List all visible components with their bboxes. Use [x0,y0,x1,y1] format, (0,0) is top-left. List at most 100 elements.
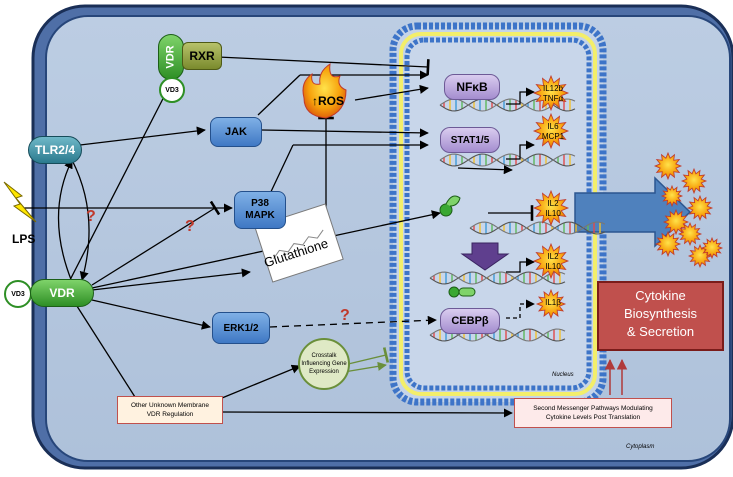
edge-crosstalk-inhibit [343,347,390,366]
edge-vdr2-promoter [506,257,535,273]
vd3-top-label: VD3 [165,86,179,94]
il2-text: IL2 [547,199,559,208]
second-text-2: Cytokine Levels Post Translation [545,414,641,421]
edge-erk-cebpb [269,315,437,328]
jak-node: JAK [210,117,262,147]
cytokine-burst-icon [532,112,570,150]
crosstalk-node: Crosstalk Influencing Gene Expression [298,338,350,390]
edge-stat-promoter [506,140,535,160]
tlr-receptor: TLR2/4 [28,136,82,164]
p38-label-2: MAPK [245,210,275,221]
translocation-arrow [460,242,510,271]
edge-p38-up [267,144,294,199]
edge-tlr-vdr [71,159,90,281]
edge-vdr-p38-inhibit [91,200,221,286]
edge-crosstalk-activate [343,361,387,373]
molecule-icon [273,229,324,259]
cytokine-burst-icon [654,230,682,258]
cebpb-node: CEBPβ [440,308,500,334]
jak-label: JAK [224,126,247,138]
crosstalk-text-1: Crosstalk [311,353,337,359]
cytokine-burst-icon [686,194,714,222]
edge-jak-stat [261,128,429,138]
edge-ros-nfkb [354,84,429,101]
il12b-text: IL12b [542,84,564,93]
cytokine-burst-icon [677,221,703,247]
cytoplasm-label: Cytoplasm [626,444,655,450]
second-text-1: Second Messenger Pathways Modulating [533,405,653,412]
vdr-left-label: VDR [49,286,75,300]
flame-icon [302,62,347,119]
cytokine-label-vdr: IL2 IL10 [536,199,570,219]
edge-vdr-tlr [57,159,73,283]
nucleus-label: Nucleus [552,372,574,378]
cytokine-label-vdr2: IL2 IL10 [536,252,570,272]
tlr-label: TLR2/4 [34,143,75,157]
edge-jak-up [257,74,301,116]
dna-helix [469,221,606,235]
cytokine-label-stat: IL6 MCP1 [536,122,570,142]
cytokine-burst-icon [532,74,570,112]
second-messenger-box: Second Messenger Pathways Modulating Cyt… [514,398,672,428]
vdr-top-label: VDR [164,45,177,69]
ros-text: ROS [318,94,345,108]
cytokine-text-1: Cytokine [635,288,686,303]
stat-node: STAT1/5 [440,127,500,153]
il2-text-2: IL2 [547,252,559,261]
cytokine-text-2: Biosynthesis [624,306,697,321]
question-mark-3: ? [340,307,350,324]
crosstalk-text-3: Expression [309,369,339,375]
nfkb-label: NFκB [456,80,488,94]
rxr-receptor: RXR [182,42,222,70]
edge-vdr-other [74,302,136,398]
edge-stat-cytokine [457,165,513,175]
edge-other-second [221,408,513,418]
il10-text: IL10 [545,209,561,218]
vdr-top-receptor: VDR [158,34,184,80]
erk-node: ERK1/2 [212,312,270,344]
cytokine-bursts [532,74,724,320]
question-mark-2: ? [185,218,195,235]
vd3-top-ligand: VD3 [159,77,185,103]
cytokine-burst-icon [535,288,567,320]
crosstalk-text-2: Influencing Gene [301,361,347,367]
nfkb-node: NFκB [444,74,500,100]
edge-vdr-glut [91,268,251,291]
other-text-2: VDR Regulation [146,411,194,418]
cytokine-burst-icon [532,242,570,280]
cell-interior [45,15,731,462]
il10-text-2: IL10 [545,262,561,271]
mcp1-text: MCP1 [541,132,565,141]
cytokine-box [597,281,724,351]
edge-other-crosstalk [221,364,301,399]
cytokine-label-cebpb: IL1β [536,298,570,308]
question-mark-1: ? [86,208,96,225]
erk-label: ERK1/2 [223,322,259,334]
edge-rxr-nfkb [217,56,430,75]
lps-label: LPS [12,232,36,246]
ros-label: ↑ROS [312,94,345,108]
il6-text: IL6 [547,122,559,131]
tnfa-text: TNFα [542,94,564,103]
edge-vdr-erk [91,299,211,330]
cytokine-box-label: Cytokine Biosynthesis & Secretion [598,287,723,341]
edge-nfkb-promoter [506,87,535,105]
other-text-1: Other Unknown Membrane [130,402,210,409]
cytokine-text-3: & Secretion [626,324,695,339]
lightning-icon [3,181,37,223]
il1b-text: IL1β [545,298,561,307]
cytokine-label-nfkb: IL12b TNFα [536,84,570,104]
vdr-complex-icon [439,195,476,298]
dna-helix [429,271,566,285]
cytokine-burst-icon [653,151,683,181]
cebpb-label: CEBPβ [451,315,489,327]
edge-vdr-vdrtop [69,84,171,281]
other-membrane-box: Other Unknown Membrane VDR Regulation [117,396,223,424]
cytokine-burst-icon [532,189,570,227]
vd3-left-ligand: VD3 [4,280,32,308]
vd3-left-label: VD3 [11,290,25,298]
cytokine-burst-icon [700,236,724,260]
p38-label-1: P38 [251,198,269,209]
cytokine-burst-icon [660,184,684,208]
